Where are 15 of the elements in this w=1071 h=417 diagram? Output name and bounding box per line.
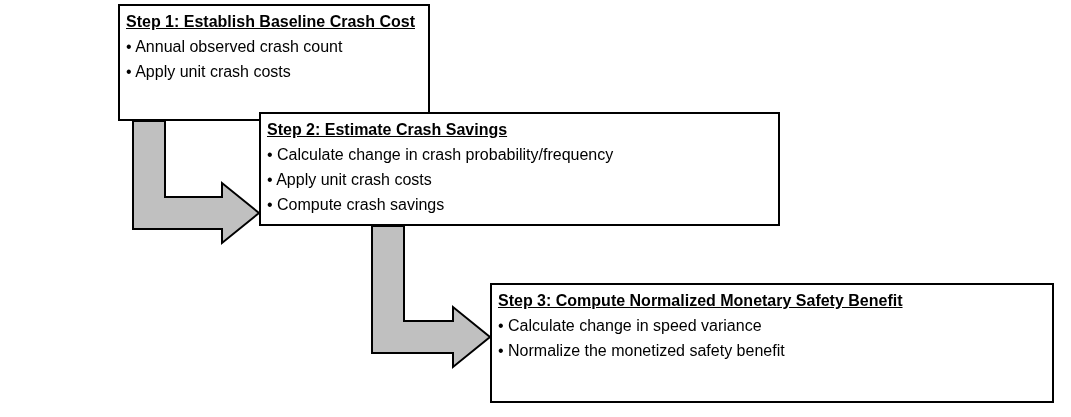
bullet-item: • Apply unit crash costs: [126, 62, 292, 82]
step-heading: Step 2: Estimate Crash Savings: [267, 120, 509, 140]
bullet-item: • Compute crash savings: [267, 195, 446, 215]
step-box: [118, 4, 430, 121]
bullet-item: • Apply unit crash costs: [267, 170, 433, 190]
bullet-item: • Normalize the monetized safety benefit: [498, 341, 786, 361]
step-box: [259, 112, 780, 226]
step-heading: Step 3: Compute Normalized Monetary Safety Benefit: [498, 291, 904, 311]
bullet-item: • Annual observed crash count: [126, 37, 344, 57]
bullet-item: • Calculate change in crash probability/frequency: [267, 145, 615, 165]
block-arrow: [132, 120, 261, 246]
step-heading: Step 1: Establish Baseline Crash Cost: [126, 12, 416, 32]
step-box: [490, 283, 1054, 403]
bullet-item: • Calculate change in speed variance: [498, 316, 763, 336]
block-arrow: [371, 225, 492, 370]
